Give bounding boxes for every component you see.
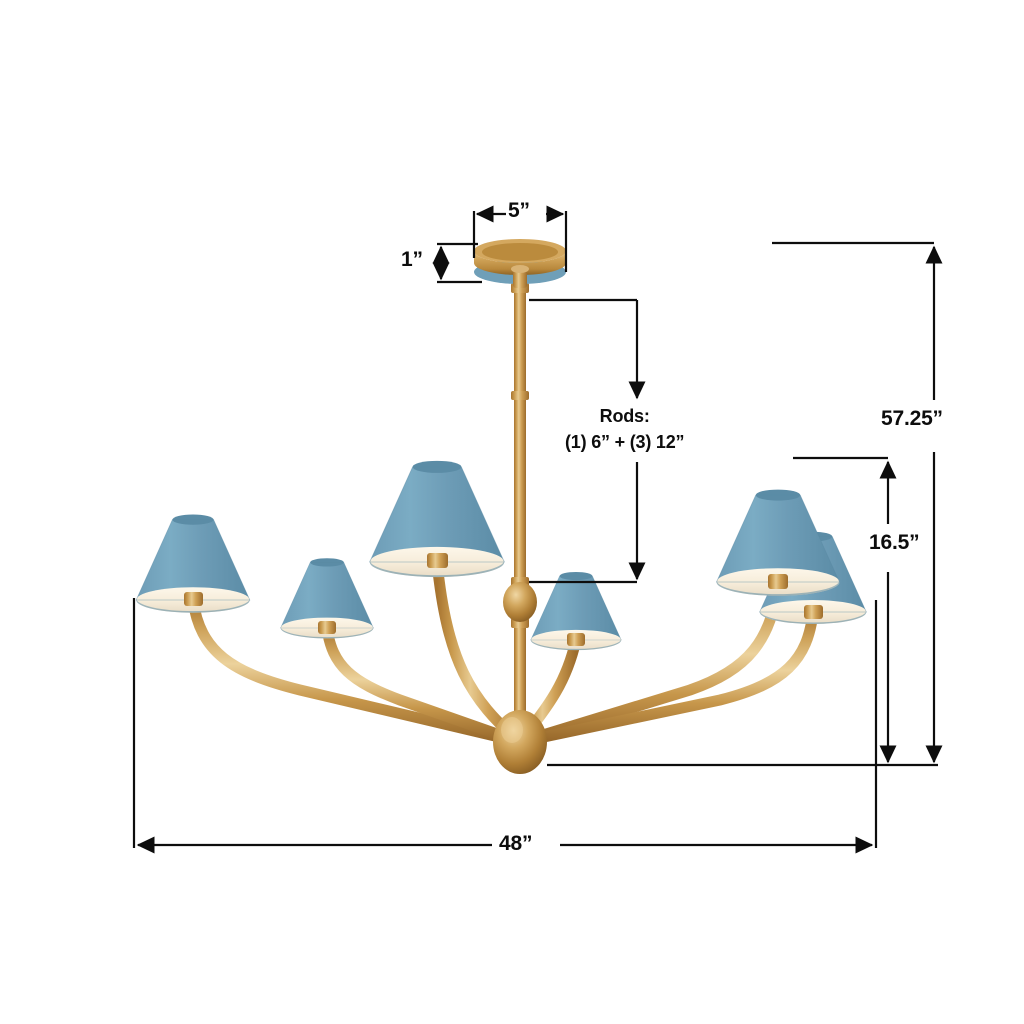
dim-label-overall-width: 48” bbox=[499, 832, 533, 855]
dim-label-canopy-height: 1” bbox=[401, 248, 423, 271]
center-hub-ball bbox=[493, 710, 547, 774]
dim-canopy-height bbox=[432, 242, 482, 284]
center-hub-highlight bbox=[501, 717, 523, 743]
canopy-stem-collar bbox=[513, 268, 527, 288]
shade-fitter-2 bbox=[318, 621, 336, 634]
shade-fitter-3 bbox=[427, 553, 448, 568]
dim-label-overall-height: 57.25” bbox=[881, 407, 943, 430]
shade-fitter-4 bbox=[567, 633, 585, 646]
shade-fitter-5 bbox=[768, 574, 788, 589]
arm-1 bbox=[187, 594, 526, 748]
dim-label-canopy-width: 5” bbox=[508, 199, 530, 222]
dim-rods bbox=[529, 298, 646, 584]
dim-canopy-width bbox=[472, 205, 568, 272]
dim-overall-height bbox=[772, 241, 943, 764]
canopy-finial bbox=[511, 265, 529, 273]
canopy-top-inner bbox=[482, 243, 558, 261]
stem-decorative-ball bbox=[503, 582, 537, 622]
chandelier-arms bbox=[187, 556, 819, 748]
rods-label-line1: Rods: bbox=[599, 406, 650, 426]
canopy bbox=[474, 239, 566, 288]
shade-fitter-6 bbox=[804, 605, 823, 619]
center-stem bbox=[503, 280, 537, 742]
arm-2 bbox=[321, 622, 526, 748]
dim-body-height bbox=[547, 456, 938, 767]
dim-label-rods: Rods: (1) 6” + (3) 12” bbox=[565, 404, 685, 455]
rod-coupler-mid bbox=[511, 391, 529, 400]
arm-6 bbox=[514, 606, 819, 748]
rod-upper bbox=[514, 280, 526, 590]
dim-overall-width bbox=[132, 598, 878, 854]
rods-label-line2: (1) 6” + (3) 12” bbox=[565, 431, 685, 452]
shade-fitter-1 bbox=[184, 592, 203, 606]
dim-label-body-height: 16.5” bbox=[869, 531, 920, 554]
